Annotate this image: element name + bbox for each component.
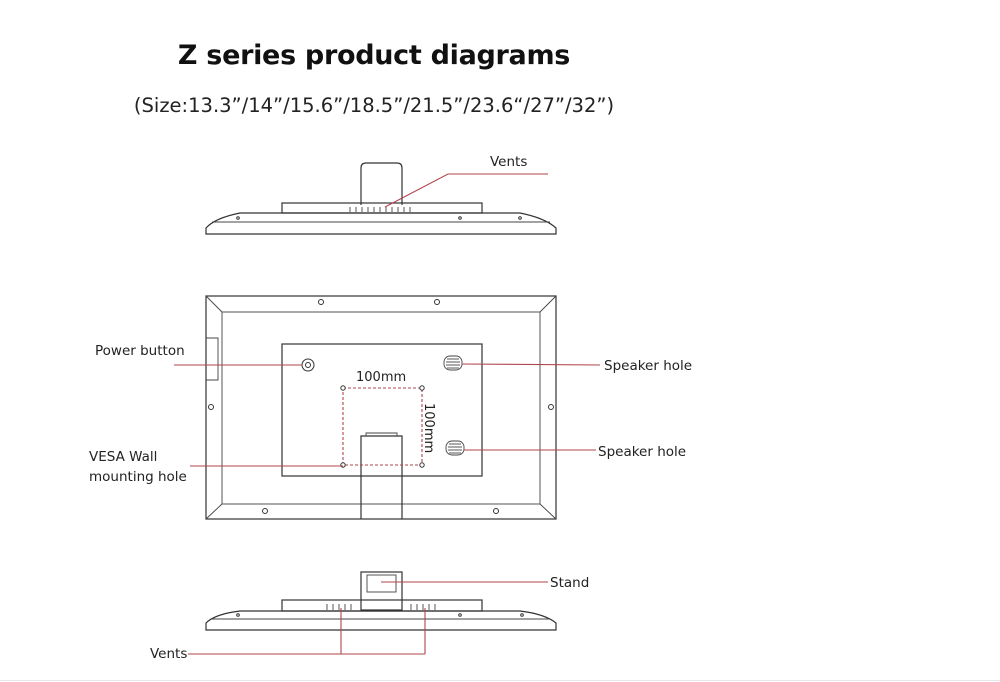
top-vents-label: Vents: [490, 154, 527, 170]
vesa-label-line2: mounting hole: [89, 469, 187, 485]
power-button-icon: [301, 358, 315, 372]
top-view: [205, 162, 557, 235]
power-button-label: Power button: [95, 343, 185, 359]
vesa-width-label: 100mm: [356, 370, 406, 385]
stand-label: Stand: [550, 575, 589, 591]
bottom-view: [205, 571, 557, 631]
bottom-vents: [326, 604, 436, 610]
vesa-height-label: 100mm: [421, 403, 436, 453]
top-vents: [349, 207, 411, 212]
page-subtitle: (Size:13.3”/14”/15.6”/18.5”/21.5”/23.6“/…: [133, 94, 615, 117]
frame-screw-holes: [208, 299, 554, 514]
bottom-vents-label: Vents: [150, 646, 187, 662]
speaker-hole-2-label: Speaker hole: [598, 444, 686, 460]
page-title: Z series product diagrams: [177, 40, 571, 71]
vesa-pattern: [340, 385, 425, 468]
vesa-label-line1: VESA Wall: [89, 449, 157, 465]
top-vents-leader: [384, 173, 548, 208]
back-view: [205, 295, 557, 520]
speaker-hole-icon: [443, 355, 463, 371]
speaker-hole-icon: [445, 440, 465, 456]
divider: [0, 680, 1000, 681]
speaker-hole-1-label: Speaker hole: [604, 358, 692, 374]
speaker-hole-1-leader: [461, 363, 601, 366]
